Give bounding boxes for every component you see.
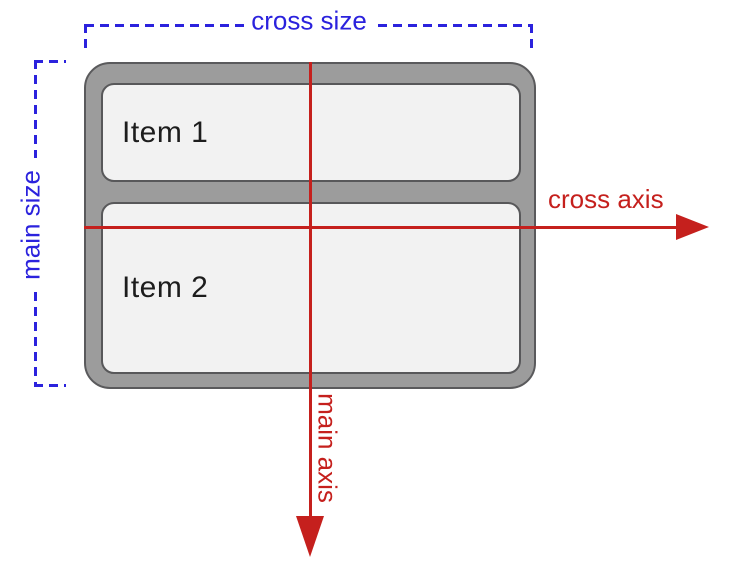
arrowhead-down-icon [296,516,324,557]
cross-size-dash-left [85,24,250,27]
cross-axis-label: cross axis [548,184,664,214]
arrowhead-right-icon [676,214,709,240]
main-size-dash-bottom [34,292,37,387]
cross-axis-line [84,226,677,229]
flex-item-2-label: Item 2 [122,271,209,304]
main-axis-line [309,62,312,518]
main-size-tick-bottom [34,384,66,387]
main-size-label: main size [15,170,46,280]
cross-size-tick-right [530,24,533,50]
main-size-dash-top [34,60,37,158]
cross-size-label: cross size [251,5,367,36]
main-size-tick-top [34,60,66,63]
cross-size-dash-right [378,24,533,27]
cross-size-tick-left [84,24,87,53]
flex-item-1-label: Item 1 [122,115,209,149]
main-axis-label: main axis [312,393,343,503]
